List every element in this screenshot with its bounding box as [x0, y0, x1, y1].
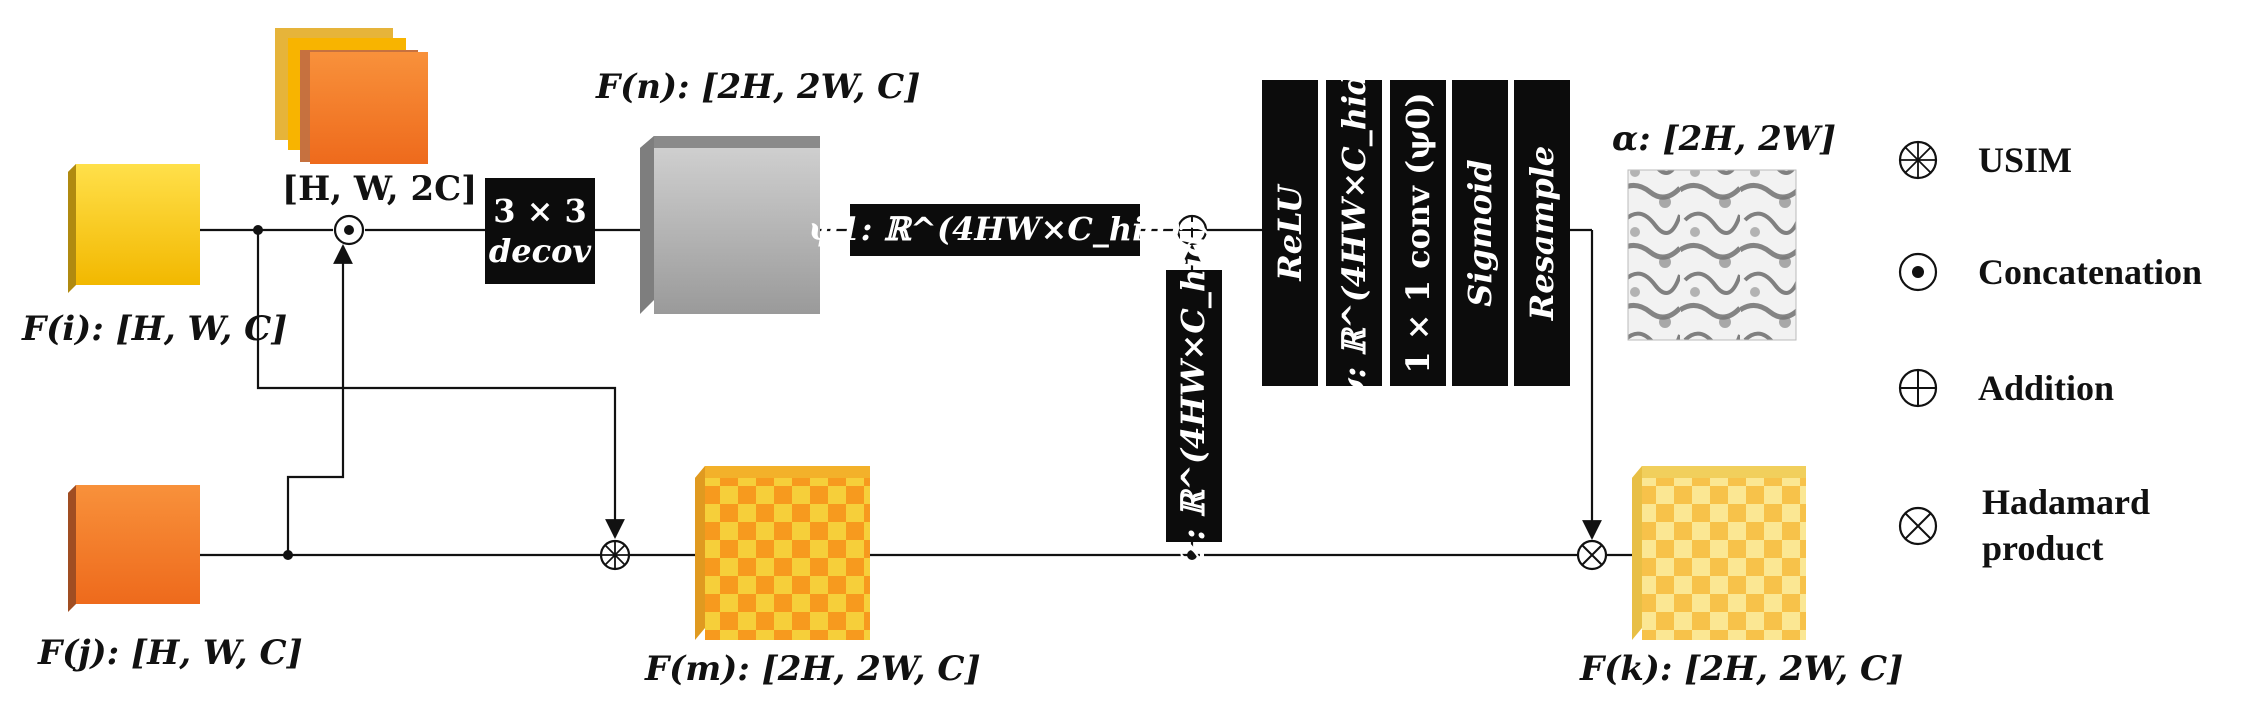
fk-cube: [1632, 466, 1806, 640]
sigmoid-label: Sigmoid: [1461, 159, 1499, 306]
legend-concat: Concatenation: [1978, 252, 2202, 292]
addition-operator: [1176, 214, 1208, 246]
add-icon: [1898, 368, 1938, 408]
legend: USIM Concatenation Addition Hadamard pro…: [1898, 140, 2202, 568]
conv-block: 1 × 1 conv (ψ0): [1390, 80, 1446, 386]
relu-label: ReLU: [1271, 183, 1309, 282]
hadamard-operator: [1576, 539, 1608, 571]
wire-fi-usim: [256, 230, 625, 539]
hadamard-icon: [1898, 506, 1938, 546]
fm-cube: [695, 466, 870, 640]
decov-block: 3 × 3 decov: [485, 178, 595, 284]
fi-cube: [68, 164, 200, 293]
psi1-label: ψ1: ℝ^(4HW×C_hid): [808, 210, 1182, 248]
usim-icon: [1898, 140, 1938, 180]
concat-label: [H, W, 2C]: [282, 169, 477, 209]
fi-label: F(i): [H, W, C]: [21, 309, 287, 349]
decov-line1: 3 × 3: [493, 192, 587, 230]
legend-hadamard-line1: Hadamard: [1982, 482, 2150, 522]
concat-cube: [275, 28, 428, 164]
fj-cube: [68, 485, 200, 612]
fn-cube: [640, 136, 820, 314]
fk-label: F(k): [2H, 2W, C]: [1579, 649, 1903, 689]
wires: [200, 225, 1632, 560]
usim-operator: [599, 539, 631, 571]
fm-label: F(m): [2H, 2W, C]: [644, 649, 981, 689]
alpha-label: α: [2H, 2W]: [1612, 119, 1836, 159]
alpha-map: [1627, 169, 1797, 341]
decov-line2: decov: [489, 232, 592, 270]
psi2-block: ψ2: ℝ^(4HW×C_hid): [1166, 219, 1222, 593]
psi2-label: ψ2: ℝ^(4HW×C_hid): [1174, 219, 1212, 593]
psi-block: ψ: ℝ^(4HW×C_hid): [1326, 57, 1382, 409]
concat-operator: [333, 214, 365, 246]
psi1-block: ψ1: ℝ^(4HW×C_hid): [808, 204, 1182, 256]
psi-label: ψ: ℝ^(4HW×C_hid): [1335, 57, 1373, 408]
sigmoid-block: Sigmoid: [1452, 80, 1508, 386]
relu-block: ReLU: [1262, 80, 1318, 386]
legend-hadamard-line2: product: [1982, 528, 2103, 568]
concat-icon: [1898, 252, 1938, 292]
resample-label: Resample: [1523, 146, 1561, 321]
wire-fj-concat: [286, 244, 353, 555]
legend-usim: USIM: [1978, 140, 2072, 180]
fn-label: F(n): [2H, 2W, C]: [595, 67, 920, 107]
conv-label: 1 × 1 conv (ψ0): [1399, 92, 1437, 373]
resample-block: Resample: [1514, 80, 1570, 386]
fj-label: F(j): [H, W, C]: [37, 633, 303, 673]
legend-add: Addition: [1978, 368, 2114, 408]
